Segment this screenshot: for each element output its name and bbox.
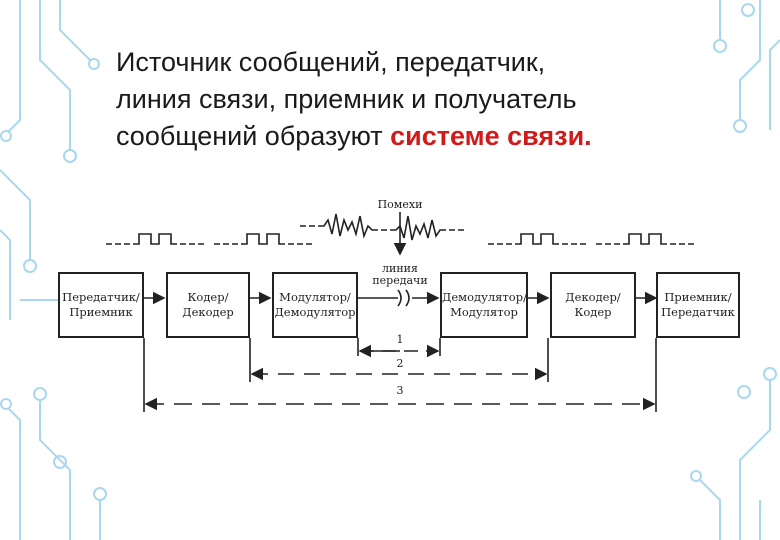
pulse-train-4 bbox=[596, 233, 694, 245]
span-label-3: 3 bbox=[396, 384, 404, 397]
block-modulator-line1: Модулятор/ bbox=[279, 290, 351, 304]
block-demodulator-line1: Демодулятор/ bbox=[442, 290, 527, 304]
pulse-train-2 bbox=[214, 233, 312, 245]
title-line-3: сообщений образуют системе связи. bbox=[116, 118, 736, 155]
block-decoder-line1: Декодер/ bbox=[565, 290, 621, 304]
block-coder-line2: Декодер bbox=[182, 305, 234, 319]
block-modulator-line2: Демодулятор bbox=[274, 305, 356, 319]
block-modulator: Модулятор/ Демодулятор bbox=[272, 272, 358, 338]
block-coder-line1: Кодер/ bbox=[187, 290, 229, 304]
line-label-1: линия bbox=[382, 262, 418, 275]
block-receiver-line1: Приемник/ bbox=[664, 290, 732, 304]
noise-label: Помехи bbox=[377, 198, 423, 211]
span-label-2: 2 bbox=[396, 357, 404, 370]
block-receiver-line2: Передатчик bbox=[661, 305, 735, 319]
noise-waveform bbox=[300, 213, 464, 241]
line-break bbox=[397, 289, 410, 307]
block-transmitter-line2: Приемник bbox=[69, 305, 133, 319]
block-demodulator: Демодулятор/ Модулятор bbox=[440, 272, 528, 338]
block-decoder: Декодер/ Кодер bbox=[550, 272, 636, 338]
title-accent: системе связи. bbox=[390, 121, 592, 151]
block-demodulator-line2: Модулятор bbox=[450, 305, 518, 319]
block-receiver: Приемник/ Передатчик bbox=[656, 272, 740, 338]
slide-title: Источник сообщений, передатчик, линия св… bbox=[116, 44, 736, 155]
span-label-1: 1 bbox=[396, 333, 404, 346]
title-line-1: Источник сообщений, передатчик, bbox=[116, 47, 546, 77]
title-line-2: линия связи, приемник и получатель bbox=[116, 84, 577, 114]
block-decoder-line2: Кодер bbox=[574, 305, 612, 319]
title-line-3-prefix: сообщений образуют bbox=[116, 121, 391, 151]
pulse-train-1 bbox=[106, 233, 204, 245]
pulse-train-3 bbox=[488, 233, 586, 245]
block-coder: Кодер/ Декодер bbox=[166, 272, 250, 338]
block-transmitter-line1: Передатчик/ bbox=[62, 290, 140, 304]
block-transmitter: Передатчик/ Приемник bbox=[58, 272, 144, 338]
line-label-2: передачи bbox=[372, 274, 428, 287]
